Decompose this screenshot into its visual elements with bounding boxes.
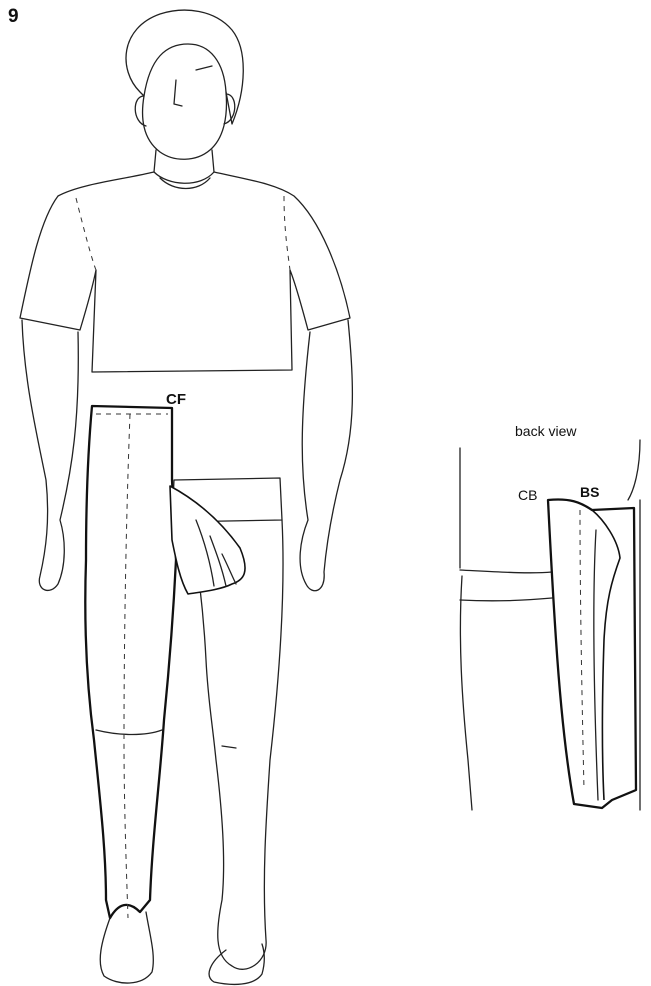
front-figure bbox=[20, 10, 352, 984]
back-left-thigh bbox=[460, 576, 472, 810]
face-outline bbox=[143, 92, 227, 159]
hair-outline bbox=[126, 10, 243, 124]
crotch-fold bbox=[170, 486, 245, 594]
left-sleeve-seam bbox=[76, 198, 96, 270]
back-view-caption: back view bbox=[515, 423, 576, 439]
right-arm bbox=[300, 320, 352, 591]
pant-leg bbox=[85, 406, 176, 918]
back-seam-label: BS bbox=[580, 484, 599, 500]
back-waistband bbox=[460, 570, 552, 601]
right-knee bbox=[222, 746, 236, 748]
back-torso-right bbox=[628, 440, 640, 500]
center-back-label: CB bbox=[518, 487, 537, 503]
left-arm bbox=[22, 320, 78, 590]
back-pant-leg bbox=[548, 499, 636, 808]
left-ear bbox=[135, 96, 146, 126]
brow bbox=[196, 66, 212, 70]
right-sleeve-seam bbox=[284, 196, 290, 270]
nose bbox=[174, 80, 182, 106]
center-front-label: CF bbox=[166, 391, 186, 408]
tshirt-outline bbox=[20, 172, 350, 372]
back-view-inset bbox=[460, 440, 640, 810]
left-foot bbox=[100, 912, 153, 983]
